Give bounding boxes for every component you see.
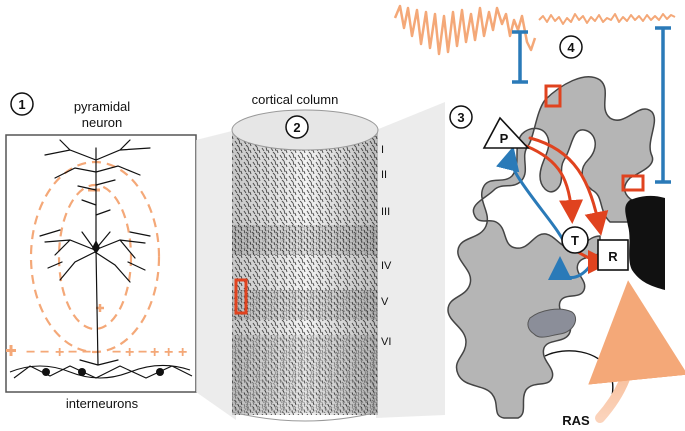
layer-label-III: III <box>381 206 390 218</box>
panel-1-title-line1: pyramidal <box>74 99 130 114</box>
panel-2-badge <box>285 115 309 139</box>
pyramidal-cell-label: P <box>500 131 509 146</box>
field-sign: − <box>138 344 147 361</box>
panel-1-pyramidal-neuron: 1 pyramidal neuron − <box>5 92 197 411</box>
panel-3-number: 3 <box>457 110 464 125</box>
panel-1-number: 1 <box>18 97 25 112</box>
panel-1-badge <box>10 92 34 116</box>
field-signs: − − + − − − + − + + + <box>26 344 187 361</box>
layer-label-I: I <box>381 144 384 156</box>
column-bottom-edge <box>231 411 379 422</box>
midline-structure <box>625 195 665 290</box>
neuron-drawing <box>39 139 151 366</box>
panel-4-badge <box>559 35 583 59</box>
thalamic-cell-glyph <box>561 226 589 254</box>
ventricle <box>527 308 576 338</box>
column-shading <box>232 130 378 415</box>
field-sign: + <box>125 344 134 361</box>
pathway-arrows <box>495 136 612 281</box>
cortex-highlight-box-right <box>621 174 645 192</box>
panel-4-number: 4 <box>567 40 575 55</box>
eeg-trace-high-amplitude <box>393 4 537 56</box>
zoom-fan-1 <box>196 130 236 420</box>
pyramidal-cell-glyph <box>482 116 530 149</box>
arrow-t-to-p <box>495 146 570 252</box>
zoom-fan-2 <box>376 102 445 418</box>
panel-2-cortical-column: cortical column 2 I II III IV V VI <box>231 92 392 422</box>
reticular-cell-glyph <box>597 239 629 271</box>
arrow-p-to-t <box>524 144 584 224</box>
thalamic-cell-label: T <box>571 233 579 248</box>
field-sign: − <box>26 344 35 361</box>
cortex-highlight-box-top <box>544 84 562 108</box>
layer-label-VI: VI <box>381 336 391 348</box>
field-sign: − <box>112 344 121 361</box>
panel-4-eeg: 4 <box>393 4 676 184</box>
amplitude-bar-large <box>655 26 671 184</box>
eeg-trace-low-amplitude <box>538 13 676 25</box>
layer-label-II: II <box>381 169 387 181</box>
ras-ascending-arrow <box>588 280 685 423</box>
field-lines <box>29 160 161 354</box>
neuron-soma <box>92 240 100 254</box>
panel-2-number: 2 <box>293 120 300 135</box>
panel-3-badge <box>449 105 473 129</box>
reticular-cell-label: R <box>608 249 618 264</box>
field-sign: + <box>55 344 64 361</box>
arrow-p-to-r <box>528 136 609 236</box>
arrow-r-to-t <box>548 256 592 281</box>
neuron-frame <box>5 134 197 393</box>
panel-2-title: cortical column <box>252 92 339 107</box>
layer-label-V: V <box>381 296 389 308</box>
field-sign: + <box>150 344 159 361</box>
field-sign: − <box>40 344 49 361</box>
layer-label-IV: IV <box>381 260 392 272</box>
panel-1-title-line2: neuron <box>82 115 122 130</box>
field-sign: + <box>164 344 173 361</box>
field-sign: + <box>178 344 187 361</box>
polarity-row <box>6 345 16 356</box>
panel-3-brain-section: 3 P T R RAS <box>447 76 685 428</box>
field-sign: − <box>68 344 77 361</box>
interneuron-cells <box>42 368 164 376</box>
ras-label: RAS <box>562 413 590 428</box>
column-highlight-box <box>234 278 248 315</box>
panel-1-footer: interneurons <box>66 396 139 411</box>
field-sign: − <box>82 344 91 361</box>
amplitude-bar-small <box>512 30 528 84</box>
amplitude-scale-bars <box>512 26 671 184</box>
